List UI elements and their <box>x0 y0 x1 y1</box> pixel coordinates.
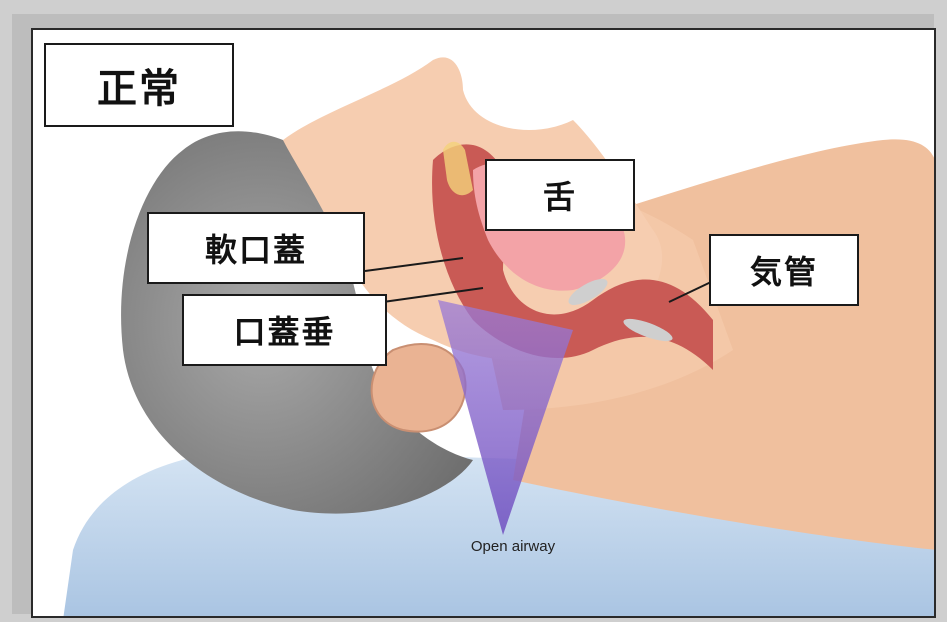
open-airway-caption: Open airway <box>433 538 593 555</box>
diagram-panel: 正常 舌 軟口蓋 口蓋垂 気管 Open airway <box>31 28 936 618</box>
trachea-label: 気管 <box>709 234 859 306</box>
normal-label: 正常 <box>44 43 234 127</box>
uvula-label: 口蓋垂 <box>182 294 387 366</box>
soft-palate-label: 軟口蓋 <box>147 212 365 284</box>
tongue-label: 舌 <box>485 159 635 231</box>
